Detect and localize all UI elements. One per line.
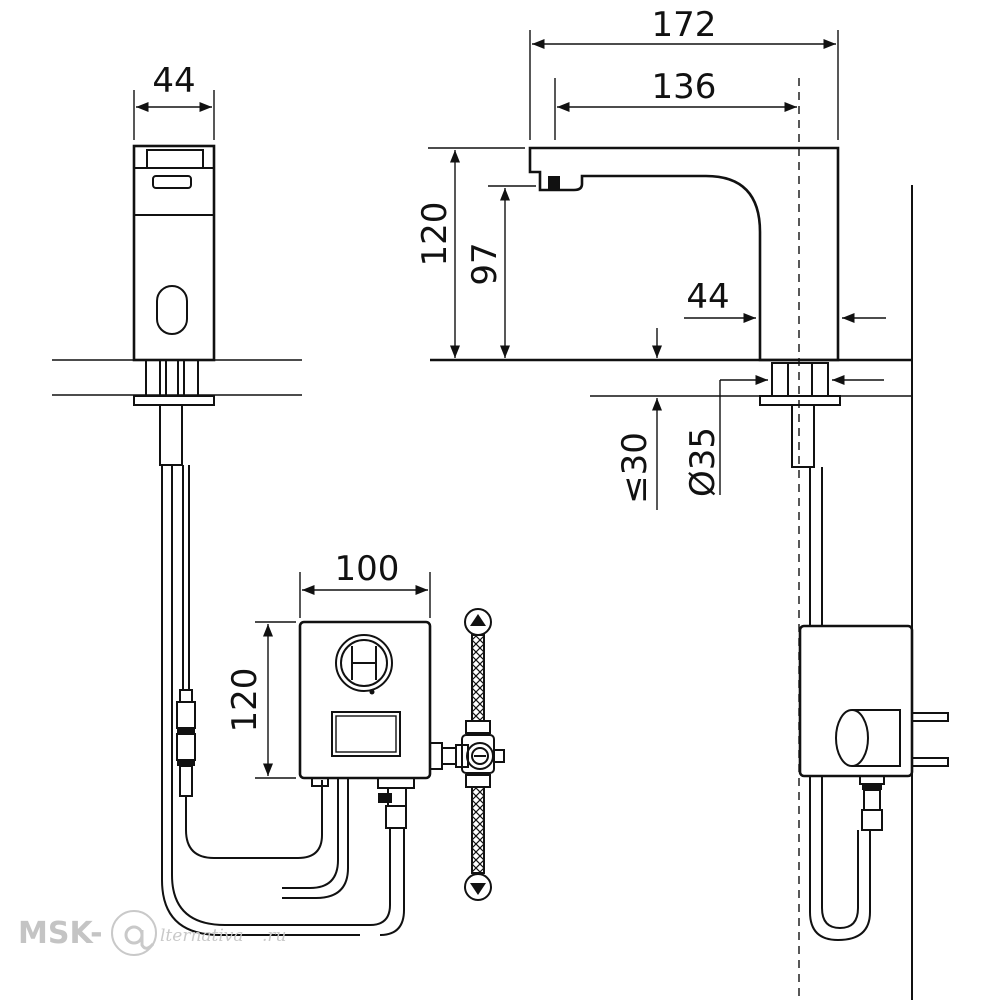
body-height-label: 120 [415,202,455,267]
total-length-label: 172 [652,5,717,45]
total-length-dimension: 172 [529,5,839,140]
box-width-label: 100 [335,549,400,589]
watermark-script: lternativa [160,926,244,946]
front-view [52,144,370,936]
body-height-dimension: 120 [415,147,525,358]
box-height-dimension: 120 [225,621,296,779]
front-width-label: 44 [152,61,195,101]
at-sign-logo [111,910,157,956]
watermark-suffix: .ru [262,926,286,946]
control-box [282,620,469,936]
watermark: MSK- lternativa .ru [18,910,286,956]
sensor-window [156,285,188,335]
spout-height-label: 97 [465,242,505,285]
spout-reach-dimension: 136 [554,67,797,140]
box-width-dimension: 100 [299,549,431,618]
front-width-dimension: 44 [133,61,215,140]
spout-height-dimension: 97 [465,185,536,358]
watermark-prefix: MSK- [18,916,103,951]
body-depth-dimension: 44 [684,277,886,324]
mixing-valve [461,608,505,901]
hole-diameter-dimension: Ø35 [683,374,884,497]
hole-diameter-label: Ø35 [683,427,723,497]
side-faucet-body [528,146,840,362]
side-view [430,78,949,1000]
counter-thickness-dimension: ≤30 [615,328,663,510]
box-height-label: 120 [225,668,265,733]
body-depth-label: 44 [686,277,729,317]
spout-reach-label: 136 [652,67,717,107]
front-faucet-body [132,144,216,362]
counter-thickness-label: ≤30 [615,432,655,504]
